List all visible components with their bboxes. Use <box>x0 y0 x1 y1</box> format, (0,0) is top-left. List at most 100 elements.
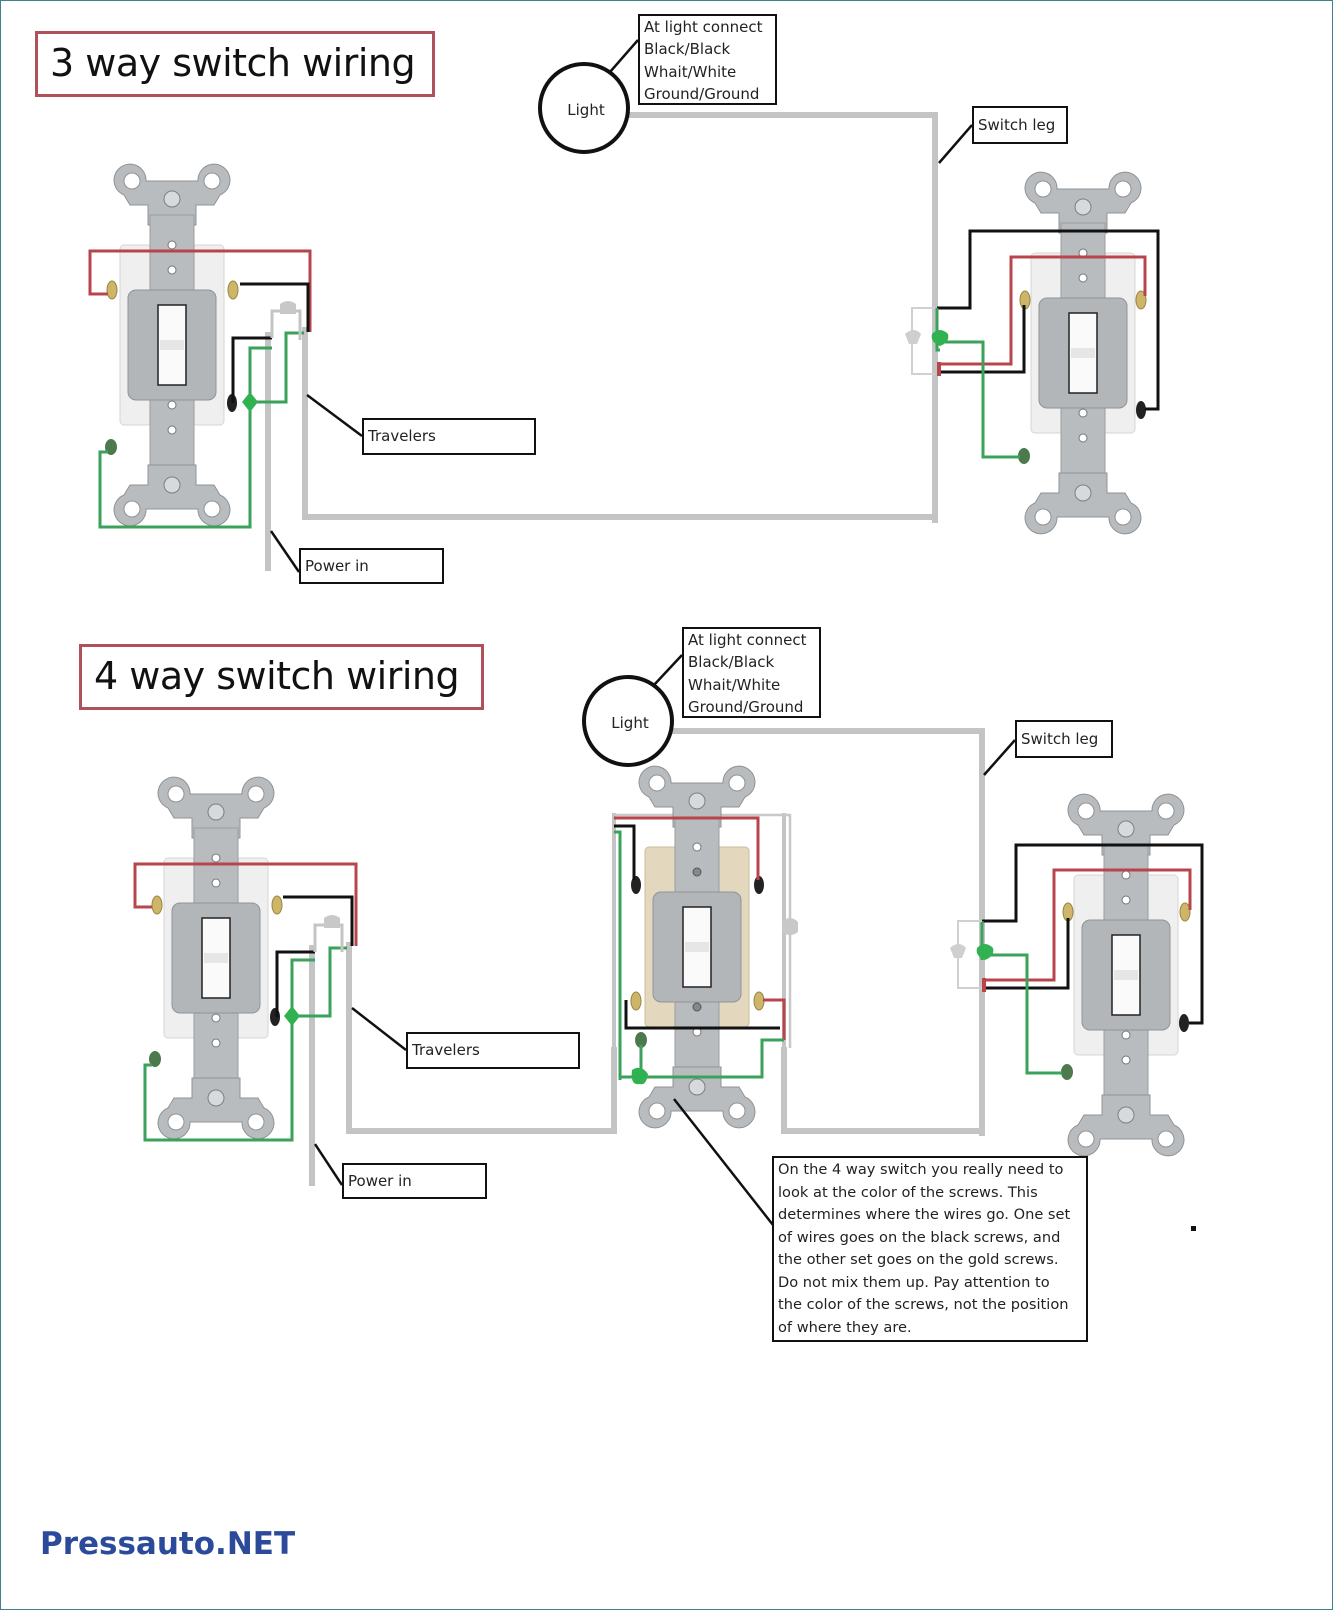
four-way-title: 4 way switch wiring <box>79 644 484 710</box>
travelers-leader <box>351 1007 407 1051</box>
white-wire-nut-icon <box>905 330 921 344</box>
three-way-power-in-label: Power in <box>299 548 444 584</box>
power-in-leader <box>269 530 301 573</box>
light-note-line: Black/Black <box>688 653 775 672</box>
ground-wire <box>290 958 315 1016</box>
black-screw-icon <box>1179 1014 1189 1032</box>
three-way-light-note: At light connect Black/Black Whait/White… <box>638 14 777 105</box>
gray-cables <box>265 112 938 571</box>
four-way-power-in-label: Power in <box>342 1163 487 1199</box>
light-note-line: Black/Black <box>644 40 731 59</box>
note-line: the color of the screws, not the positio… <box>778 1296 1069 1313</box>
four-way-switch-leg-label: Switch leg <box>1015 720 1113 758</box>
black-line-wire <box>231 336 272 403</box>
note-line: On the 4 way switch you really need to <box>778 1161 1064 1178</box>
light-to-switch-leg-cable <box>672 728 985 1136</box>
ground-connector-icon <box>284 1006 300 1026</box>
note-line: of wires goes on the black screws, and <box>778 1228 1061 1246</box>
note-line: Do not mix them up. Pay attention to <box>778 1273 1050 1291</box>
brass-screw-icon <box>151 895 163 915</box>
ground-screw-icon <box>635 1032 647 1048</box>
black-screw-icon <box>1136 401 1146 419</box>
ground-wire <box>248 346 272 402</box>
black-traveler-wire <box>940 305 1026 374</box>
three-way-switch-left <box>105 163 239 527</box>
brass-screw-icon <box>753 991 765 1011</box>
ground-wire <box>250 331 304 404</box>
three-way-section <box>88 39 1160 573</box>
ground-connector-icon <box>631 1067 648 1085</box>
brass-screw-icon <box>1179 902 1191 922</box>
four-way-travelers-label: Travelers <box>406 1032 580 1069</box>
three-way-switch-leg-label: Switch leg <box>972 106 1068 144</box>
brass-screw-icon <box>271 895 283 915</box>
four-way-section <box>133 654 1204 1231</box>
brand-watermark: Pressauto.NET <box>40 1526 296 1562</box>
white-wire-nut-icon <box>950 944 966 958</box>
travelers-leader <box>306 393 363 438</box>
four-way-section-switch-right <box>1061 793 1191 1157</box>
red-splice-marker <box>937 362 941 376</box>
switch-leg-leader <box>938 124 973 164</box>
light-note-line: Whait/White <box>644 62 737 81</box>
note-line: determines where the wires go. One set <box>778 1206 1071 1223</box>
red-traveler-out-wire <box>763 998 786 1040</box>
ground-connector-icon <box>976 944 994 960</box>
black-common-wire <box>937 229 1160 411</box>
travelers-cable-right <box>781 1047 985 1134</box>
black-traveler-wire <box>985 918 1070 990</box>
three-way-travelers-label: Travelers <box>362 418 536 455</box>
light-fixture-icon <box>538 62 630 154</box>
three-way-title: 3 way switch wiring <box>35 31 435 97</box>
brass-screw-icon <box>630 991 642 1011</box>
four-way-switch-center <box>630 765 765 1129</box>
power-in-leader <box>313 1143 344 1186</box>
white-wire-nut-icon <box>280 301 296 314</box>
travelers-cable-left <box>346 942 617 1134</box>
red-traveler-wire <box>133 862 358 946</box>
red-traveler-wire <box>985 868 1192 982</box>
black-screw-icon <box>631 876 641 894</box>
ground-wire <box>292 946 347 1018</box>
white-wire-nut-icon <box>324 915 340 928</box>
black-traveler-out-wire <box>624 1000 780 1030</box>
brass-screw-icon <box>106 280 118 300</box>
four-way-light-note: At light connect Black/Black Whait/White… <box>682 627 821 718</box>
ground-connector-icon <box>242 392 258 412</box>
brass-screw-icon <box>227 280 239 300</box>
note-line: the other set goes on the gold screws. <box>778 1251 1059 1268</box>
red-traveler-wire <box>88 249 312 332</box>
black-line-wire <box>275 950 315 1017</box>
light-note-leader <box>609 39 639 73</box>
ground-wire <box>143 1016 294 1142</box>
travelers-cable <box>302 327 938 520</box>
ground-screw-icon <box>149 1051 161 1067</box>
three-way-light-label: Light <box>567 101 605 119</box>
black-common-wire <box>982 843 1204 1025</box>
three-way-switch-right <box>1018 171 1147 535</box>
four-way-note-leader <box>673 1098 774 1226</box>
ground-connector-icon <box>931 330 949 346</box>
light-to-switch-leg-cable <box>612 112 938 523</box>
red-traveler-wire <box>940 255 1147 366</box>
ground-wire <box>945 340 1020 459</box>
ground-wire <box>620 1038 784 1079</box>
red-traveler-in-wire <box>614 816 760 880</box>
ground-wire <box>614 830 622 1080</box>
red-splice-marker <box>982 978 986 992</box>
note-line: look at the color of the screws. This <box>778 1183 1038 1201</box>
light-note-line: Ground/Ground <box>688 697 804 716</box>
ground-screw-icon <box>1061 1064 1073 1080</box>
switch-leg-leader <box>983 739 1016 776</box>
four-way-section-switch-left <box>149 776 283 1140</box>
light-note-leader <box>653 654 683 686</box>
ground-screw-icon <box>1018 448 1030 464</box>
note-line: of where they are. <box>778 1318 912 1336</box>
light-note-line: At light connect <box>688 631 807 649</box>
ground-wire <box>98 402 252 529</box>
light-fixture-icon <box>582 675 674 767</box>
white-wire-nut-icon <box>782 918 798 935</box>
black-traveler-in-wire <box>614 824 636 880</box>
light-note-line: At light connect <box>644 18 763 36</box>
